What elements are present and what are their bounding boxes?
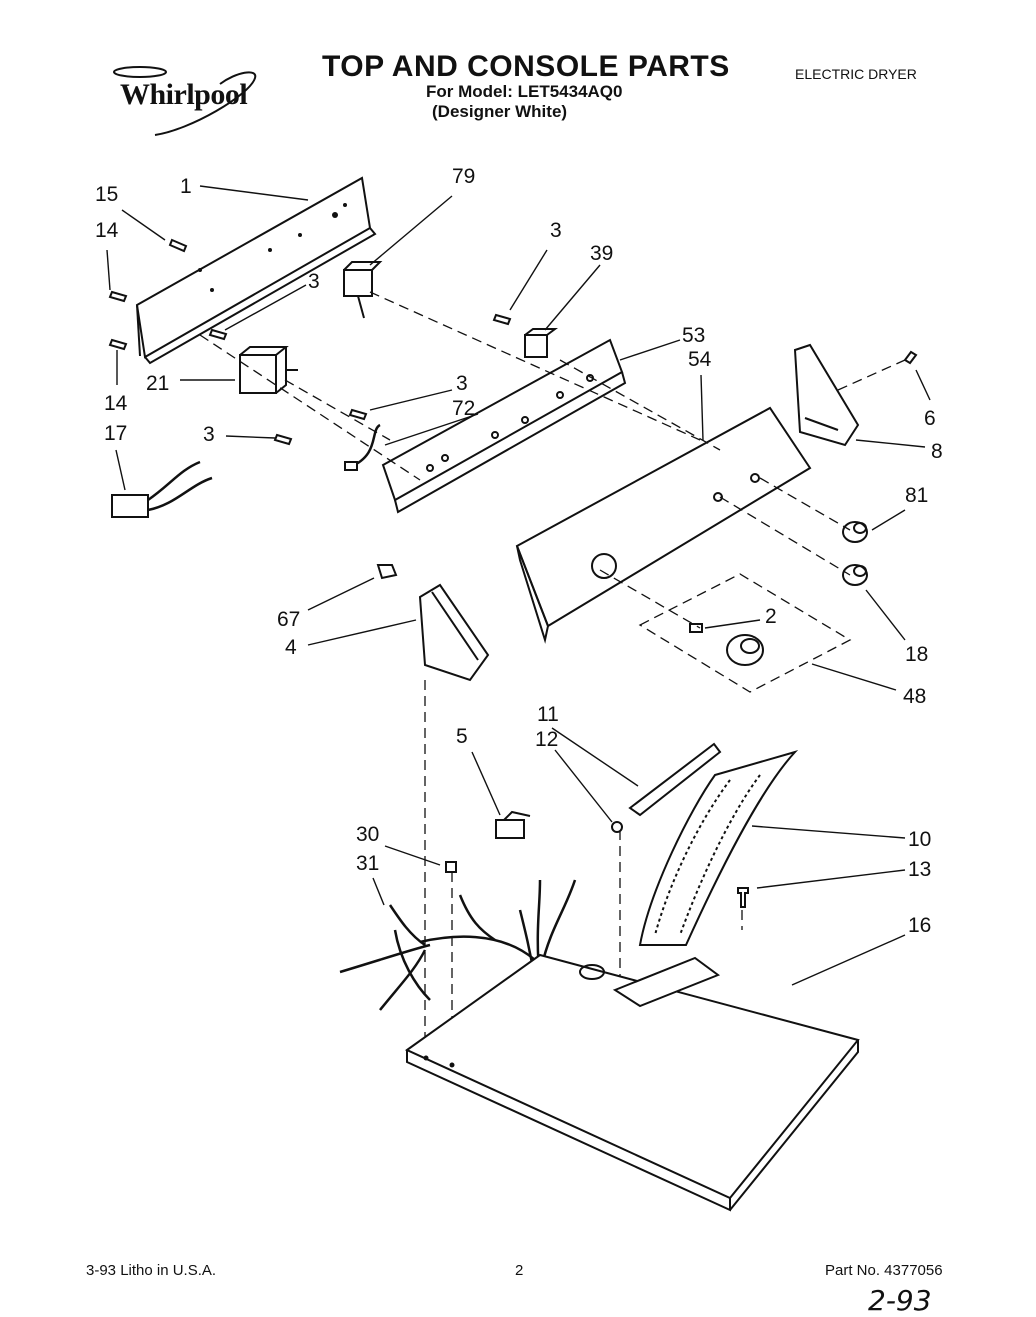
parts-bag-outline: [638, 573, 852, 693]
callout-3a: 3: [308, 270, 320, 293]
control-console: [515, 406, 812, 644]
console-end-cap: [793, 343, 860, 447]
callout-3b: 3: [550, 219, 562, 242]
callout-16: 16: [908, 914, 931, 937]
screw-13: [737, 887, 749, 908]
callout-13: 13: [908, 858, 931, 881]
control-bracket: [381, 338, 627, 514]
finish-line: (Designer White): [432, 102, 568, 121]
callout-18: 18: [905, 643, 928, 666]
callout-54: 54: [688, 348, 712, 371]
callout-79: 79: [452, 165, 475, 188]
screw-12: [611, 821, 623, 833]
callout-14b: 14: [104, 392, 128, 415]
footer-litho: 3-93 Litho in U.S.A.: [86, 1262, 217, 1279]
callout-53: 53: [682, 324, 705, 347]
callout-6: 6: [924, 407, 936, 430]
footer-page-number: 2: [515, 1262, 524, 1279]
callout-3c: 3: [456, 372, 468, 395]
dryer-top-panel: [405, 953, 860, 1212]
callout-31: 31: [356, 852, 379, 875]
callout-30: 30: [356, 823, 379, 846]
screw-3a: [208, 328, 228, 341]
lint-screen-cover: [628, 742, 722, 817]
screw-3d: [273, 433, 293, 446]
callout-labels: 1 15 14 3 14 21 79 3 39 53 54 3 72 3 17 …: [95, 165, 943, 937]
screw-14b: [108, 338, 128, 351]
callout-4: 4: [285, 636, 297, 659]
clip-30: [445, 861, 457, 873]
push-switch: [524, 328, 558, 358]
callout-81: 81: [905, 484, 928, 507]
callout-15: 15: [95, 183, 118, 206]
wire-harness-short: [344, 423, 381, 471]
knob-81: [842, 521, 868, 543]
screw-14a: [108, 290, 128, 303]
callout-14a: 14: [95, 219, 119, 242]
timer-switch: [239, 346, 298, 394]
screw-3b: [492, 313, 512, 326]
model-line: For Model: LET5434AQ0: [426, 82, 623, 101]
screw-3c: [348, 408, 368, 421]
whirlpool-logo-mark: [113, 66, 257, 136]
page-title: TOP AND CONSOLE PARTS: [322, 50, 730, 83]
timer-knob-2: [689, 623, 764, 666]
callout-10: 10: [908, 828, 931, 851]
callout-21: 21: [146, 372, 169, 395]
callout-1: 1: [180, 175, 192, 198]
console-end-cap-left: [418, 583, 490, 682]
callout-5: 5: [456, 725, 468, 748]
footer-handwritten-date: 2-93: [868, 1284, 932, 1317]
start-switch: [343, 261, 383, 319]
screw-15: [168, 238, 188, 253]
callout-12: 12: [535, 728, 558, 751]
leader-lines: [106, 185, 931, 986]
callout-17: 17: [104, 422, 127, 445]
screw-6: [903, 350, 918, 365]
knob-18: [842, 564, 868, 586]
callout-8: 8: [931, 440, 943, 463]
callout-3d: 3: [203, 423, 215, 446]
callout-67: 67: [277, 608, 300, 631]
callout-48: 48: [903, 685, 926, 708]
rear-console-panel: [135, 176, 377, 365]
callout-11: 11: [537, 703, 559, 726]
door-switch: [495, 810, 531, 839]
assembly-lines: [199, 291, 906, 1058]
lint-screen: [638, 750, 799, 946]
footer-part-number: Part No. 4377056: [825, 1262, 943, 1279]
callout-2: 2: [765, 605, 777, 628]
clip-67: [376, 564, 398, 580]
callout-39: 39: [590, 242, 613, 265]
callout-72: 72: [452, 397, 475, 420]
appliance-type: ELECTRIC DRYER: [795, 66, 917, 82]
cord-with-connector: [111, 460, 213, 518]
